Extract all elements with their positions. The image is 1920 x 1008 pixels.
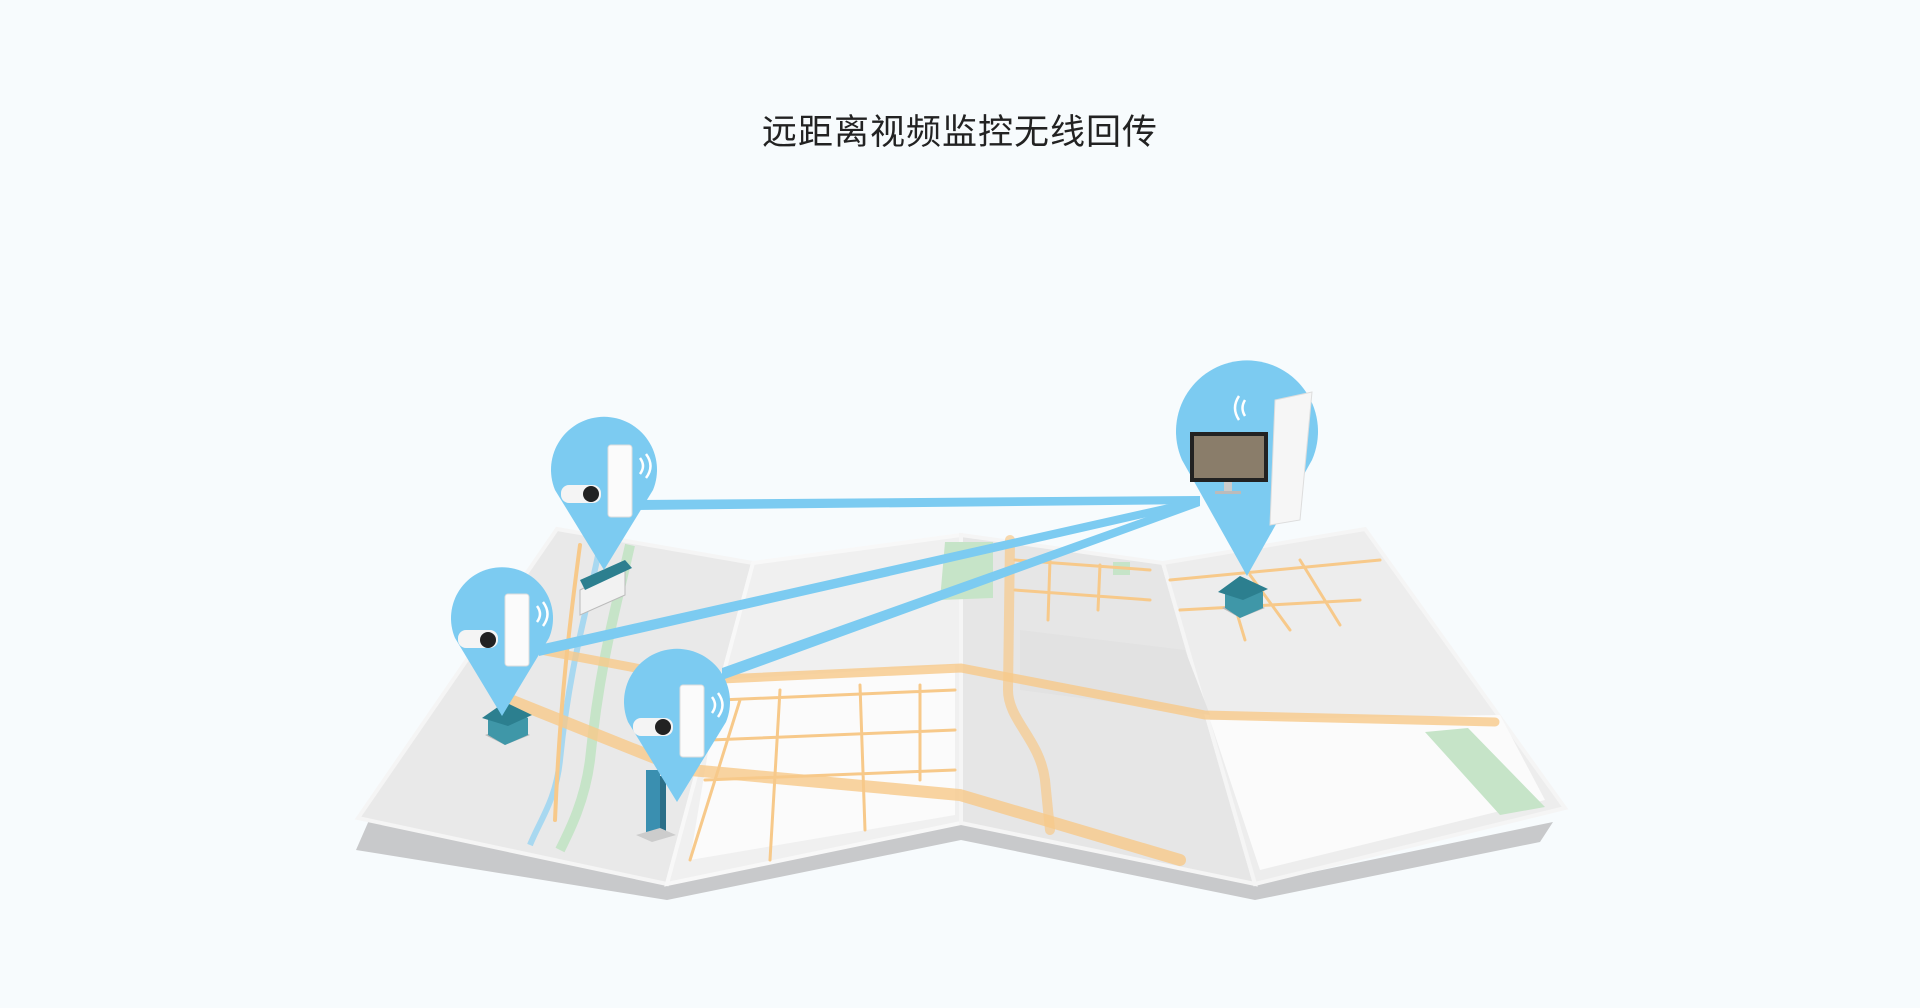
camera-icon <box>561 485 601 503</box>
camera-icon <box>458 630 498 648</box>
link-node-3 <box>722 498 1200 680</box>
house-icon <box>1218 576 1268 618</box>
house-icon <box>482 702 532 745</box>
wifi-signal-icon <box>535 601 549 627</box>
building-icon <box>579 560 632 616</box>
monitor-icon <box>1190 432 1268 494</box>
page-title: 远距离视频监控无线回传 <box>761 113 1158 153</box>
cpe-device-icon <box>607 444 633 518</box>
map-block <box>1020 630 1210 715</box>
map-block <box>690 665 955 860</box>
cpe-device-icon <box>504 593 530 667</box>
wifi-signal-icon <box>710 692 724 718</box>
park <box>1425 728 1545 815</box>
wifi-signal-icon <box>1233 395 1247 421</box>
camera-node-2 <box>451 567 553 716</box>
link-node-2 <box>539 497 1200 656</box>
wireless-links <box>539 496 1200 680</box>
monitoring-center <box>1176 360 1319 576</box>
cpe-device-icon <box>679 684 705 758</box>
wifi-signal-icon <box>638 453 652 479</box>
camera-node-1 <box>551 416 657 570</box>
camera-node-3 <box>624 648 731 802</box>
skyscraper-icon <box>636 770 676 842</box>
map-shadow <box>356 818 1553 900</box>
link-node-1 <box>637 496 1200 510</box>
camera-icon <box>633 718 673 736</box>
cpe-device-icon <box>1269 391 1313 526</box>
